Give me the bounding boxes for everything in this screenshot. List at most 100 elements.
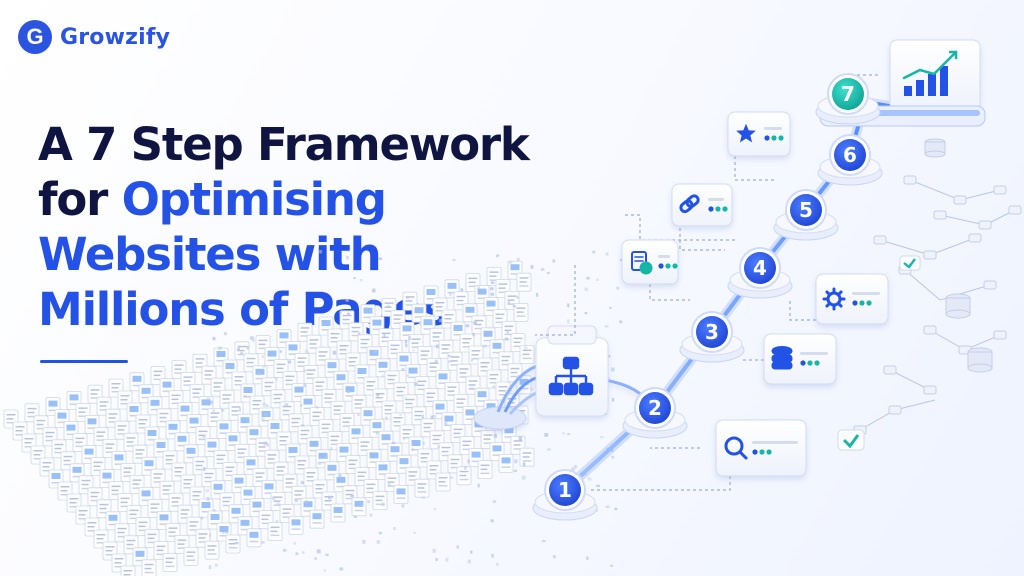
particle-dot [347,390,350,394]
particle-dot [435,344,440,349]
page-tile-icon [393,484,409,504]
particle-dot [243,395,247,398]
particle-dot [317,462,322,465]
particle-dot [450,476,454,479]
particle-dot [300,481,305,484]
particle-dot [212,509,216,512]
page-tile-icon [519,447,535,467]
particle-dot [467,559,471,564]
particle-dot [373,349,377,353]
particle-dot [524,346,528,350]
particle-dot [490,281,495,284]
particle-dot [206,397,211,401]
step-node-2: 2 [622,387,688,439]
particle-dot [516,295,519,299]
page-tile-icon [435,472,451,492]
particle-dot [339,311,342,315]
particle-dot [301,423,305,428]
particle-dot [251,338,255,342]
particle-dot [214,563,218,567]
brand-logo[interactable]: G Growzify [18,20,170,54]
particle-dot [422,441,426,445]
particle-dot [261,541,265,544]
network-node [933,210,947,220]
particle-dot [369,513,373,517]
particle-dot [405,343,408,348]
particle-dot [605,505,610,509]
page-tile-icon [183,547,199,566]
particle-dot [287,360,292,364]
page-tile-icon [414,478,430,498]
database-icon [771,346,793,370]
page-tile-icon [516,272,532,292]
particle-dot [386,305,390,308]
particle-dot [611,367,615,372]
particle-dot [434,359,439,364]
star-icon [736,123,756,143]
particle-dot [413,531,416,534]
particle-dot [449,293,452,297]
network-node [923,250,937,260]
particle-dot [260,417,265,420]
step-number: 3 [705,320,719,344]
step-card-3 [815,273,889,325]
particle-dot [477,483,480,488]
particle-dot [411,447,414,452]
particle-dot [470,359,474,362]
particle-dot [367,500,370,503]
particle-dot [405,296,409,299]
particle-dot [347,312,350,316]
particle-dot [507,301,511,305]
particle-dot [353,277,356,280]
particle-dot [388,483,391,487]
particle-dot [491,553,494,558]
headline: A 7 Step Framework for Optimising Websit… [38,118,530,338]
particle-dot [463,465,467,470]
particle-dot [483,344,487,348]
network-node [873,235,887,245]
particle-dot [238,408,241,412]
particle-dot [406,374,409,378]
network-node [993,185,1007,195]
particle-dot [472,332,475,337]
step-node-1: 1 [532,469,598,521]
magnifier-icon [724,436,748,460]
particle-dot [477,285,480,290]
particle-dot [512,305,517,308]
particle-dot [493,434,497,438]
particle-dot [271,496,276,500]
particle-dot [284,403,289,407]
particle-dot [402,438,406,441]
particle-dot [604,325,609,328]
particle-dot [523,462,526,467]
particle-dot [325,553,329,556]
particle-dot [401,504,405,508]
particle-dot [421,414,425,419]
step-card-5 [671,183,733,227]
network-node [1008,205,1022,215]
page-tile-icon [411,406,427,426]
particle-dot [261,355,265,358]
gear-icon [822,287,846,311]
particle-dot [378,531,382,535]
headline-line-1: A 7 Step Framework [38,118,530,171]
particle-dot [445,557,449,562]
particle-dot [607,376,610,380]
network-node-field [853,175,1022,435]
particle-dot [282,548,287,552]
particle-dot [362,539,366,544]
particle-dot [346,255,349,260]
page-tile-icon [519,345,535,365]
document-check-icon [631,251,653,275]
particle-dot [496,563,499,566]
particle-dot [610,449,614,452]
particle-dot [619,320,623,324]
particle-dot [433,508,436,511]
particle-dot [567,433,571,436]
network-node [968,233,982,243]
particle-dot [414,382,418,386]
step-card-7 [889,39,981,111]
particle-dot [338,474,342,478]
particle-dot [437,445,440,449]
